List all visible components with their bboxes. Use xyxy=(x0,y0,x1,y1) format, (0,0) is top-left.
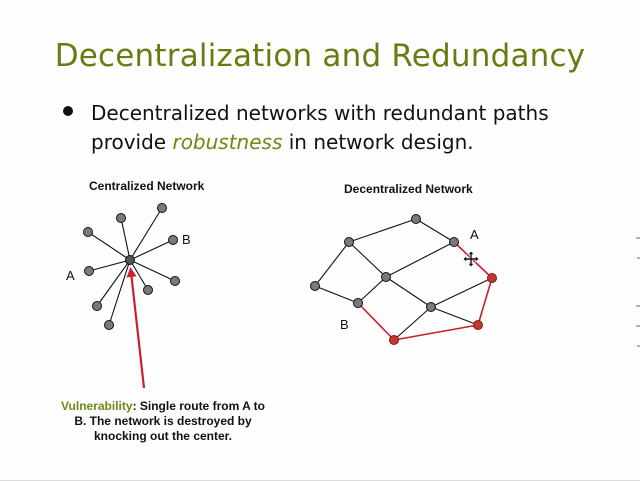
decentralized-edges xyxy=(314,218,493,341)
centralized-center-node xyxy=(125,255,135,265)
centralized-spoke xyxy=(129,239,174,261)
clipped-content-marks xyxy=(636,237,640,347)
decentralized-node-a xyxy=(449,237,459,247)
decentralized-node xyxy=(344,237,354,247)
centralized-node xyxy=(83,227,93,237)
vulnerability-arrow xyxy=(126,267,146,389)
move-cursor-icon xyxy=(462,250,480,268)
centralized-network-label: Centralized Network xyxy=(89,179,205,193)
centralized-node-a-label: A xyxy=(66,268,75,283)
centralized-spoke xyxy=(88,259,131,272)
decentralized-edge xyxy=(314,285,359,304)
centralized-spoke xyxy=(129,207,163,261)
bullet-text: Decentralized networks with redundant pa… xyxy=(91,99,611,157)
decentralized-edge xyxy=(348,218,417,243)
centralized-node xyxy=(92,301,102,311)
decentralized-edge xyxy=(393,306,432,341)
centralized-nodes xyxy=(83,203,180,330)
centralized-node xyxy=(170,276,180,286)
decentralized-edge xyxy=(430,306,479,326)
bullet-emphasis: robustness xyxy=(172,130,283,154)
decentralized-node-b-label: B xyxy=(340,317,349,332)
decentralized-edge xyxy=(357,276,387,304)
decentralized-edge xyxy=(314,241,350,287)
centralized-spoke xyxy=(120,217,131,261)
bullet-text-end: in network design. xyxy=(282,130,474,154)
slide-title: Decentralization and Redundancy xyxy=(54,38,586,74)
decentralized-nodes xyxy=(310,214,459,312)
centralized-spoke xyxy=(108,259,131,326)
route-node xyxy=(389,335,399,345)
decentralized-edge xyxy=(415,218,455,243)
decentralized-edge xyxy=(385,241,455,278)
decentralized-edge xyxy=(385,276,432,308)
route-edge xyxy=(393,324,479,341)
decentralized-node xyxy=(381,272,391,282)
centralized-spokes xyxy=(87,207,176,326)
route-edge xyxy=(477,277,493,326)
centralized-node xyxy=(104,320,114,330)
bullet-text-start: Decentralized networks with redundant pa… xyxy=(91,101,549,154)
centralized-node-b-label: B xyxy=(182,232,191,247)
decentralized-edge xyxy=(430,277,493,308)
centralized-spoke xyxy=(129,259,149,291)
decentralized-node-b xyxy=(353,298,363,308)
route-node xyxy=(487,273,497,283)
centralized-spoke xyxy=(87,231,131,261)
centralized-node xyxy=(143,285,153,295)
centralized-node xyxy=(116,213,126,223)
centralized-node-b xyxy=(168,235,178,245)
decentralized-node xyxy=(411,214,421,224)
vulnerability-keyword: Vulnerability xyxy=(60,399,133,413)
centralized-spoke xyxy=(96,259,131,307)
decentralized-node xyxy=(426,302,436,312)
centralized-node xyxy=(157,203,167,213)
decentralized-node-a-label: A xyxy=(470,227,479,242)
route-edge xyxy=(357,302,395,341)
route-nodes xyxy=(389,273,497,345)
decentralized-node xyxy=(310,281,320,291)
centralized-node-a xyxy=(84,266,94,276)
decentralized-edge xyxy=(348,241,387,278)
vulnerability-caption: Vulnerability: Single route from A to B.… xyxy=(56,399,270,444)
bullet-dot-icon xyxy=(63,106,73,116)
route-node xyxy=(473,320,483,330)
decentralized-network-label: Decentralized Network xyxy=(344,182,473,196)
centralized-spoke xyxy=(129,259,176,282)
vulnerability-text: : Single route from A to B. The network … xyxy=(74,399,266,443)
